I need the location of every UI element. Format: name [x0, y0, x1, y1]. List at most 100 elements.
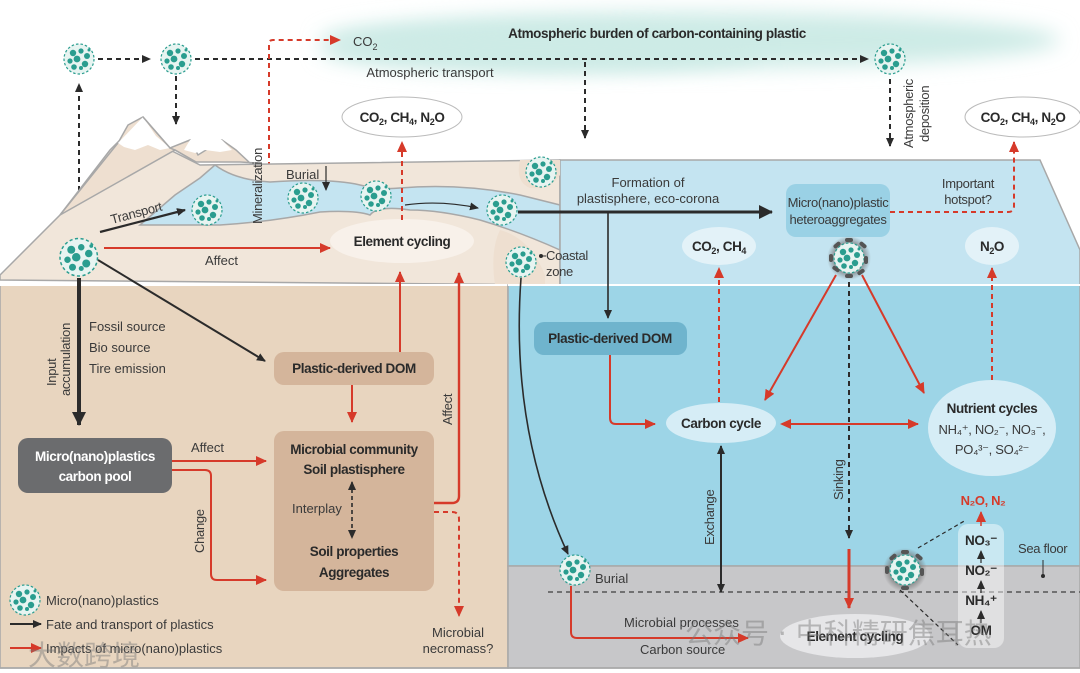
nitrogen-chain-om: OM: [971, 623, 992, 638]
microplastic-particle-icon: [63, 43, 95, 75]
soil-dom-label: Plastic-derived DOM: [292, 361, 416, 376]
coastal-to-seafloor-arrow: [518, 277, 569, 555]
ocean-gases-label: CO2, CH4, N2O: [981, 110, 1066, 127]
mineralization-label: Mineralization: [250, 148, 265, 224]
element-cycling-label: Element cycling: [354, 234, 451, 249]
land-gases-ellipse: [341, 96, 463, 138]
interplay-label: Interplay: [292, 501, 342, 516]
land-gases-label: CO2, CH4, N2O: [360, 110, 445, 127]
carbon-cycle-ellipse: [666, 403, 776, 443]
formation-label-1: Formation of: [612, 175, 685, 190]
heteroaggregates-label-1: Micro(nano)plastic: [788, 195, 890, 210]
atmospheric-deposition-label-2: deposition: [917, 86, 932, 142]
carbon-cycle-label: Carbon cycle: [681, 416, 762, 431]
change-arrow: [172, 469, 267, 585]
microplastic-particle-icon: [360, 180, 392, 212]
affect-element-arrow: [434, 272, 464, 505]
input-label-2: accumulation: [58, 323, 73, 396]
affect-label: Affect: [205, 253, 238, 268]
river: [137, 164, 561, 252]
sea-floor-marker: [1041, 574, 1045, 578]
sinking-label: Sinking: [831, 459, 846, 500]
affect-vertical-label: Affect: [440, 393, 455, 425]
exchange-label: Exchange: [702, 490, 717, 545]
ocean-gases-ellipse: [964, 96, 1080, 138]
carbon-pool-label-2: carbon pool: [59, 469, 132, 484]
ocean-dom-label: Plastic-derived DOM: [548, 331, 672, 346]
seafloor-heteroaggregate-icon: [883, 548, 927, 592]
seafloor-element-cycling-ellipse: [780, 614, 930, 658]
hotspot-label-1: Important: [942, 176, 995, 191]
hetero-to-carbon-arrow: [764, 274, 837, 401]
source-fossil: Fossil source: [89, 319, 166, 334]
microplastic-particle-icon: [505, 246, 537, 278]
zoom-line-top: [917, 519, 967, 549]
legend-label: Impacts of micro(nano)plastics: [46, 641, 223, 656]
legend: Micro(nano)plastics Fate and transport o…: [9, 584, 223, 656]
nutrient-species-line-1: NH₄⁺, NO₂⁻, NO₃⁻,: [939, 422, 1046, 437]
coastal-zone-label-2: zone: [546, 264, 573, 279]
nitrogen-chain-nh4: NH₄⁺: [965, 593, 997, 608]
coastal-zone-label-1: Coastal: [546, 248, 588, 263]
nitrogen-chain-no2: NO₂⁻: [965, 563, 997, 578]
microplastic-particle-icon: [191, 194, 223, 226]
necromass-label-2: necromass?: [423, 641, 494, 656]
co2-ch4-ellipse: [682, 227, 756, 265]
seafloor-element-cycling-label: Element cycling: [807, 629, 904, 644]
aggregates-label: Aggregates: [319, 565, 389, 580]
n-products-label: N₂O, N₂: [961, 493, 1006, 508]
microbial-processes-label: Microbial processes: [624, 615, 739, 630]
microplastic-particle-icon: [486, 194, 518, 226]
zoom-line-bottom: [899, 589, 959, 646]
n2o-ellipse: [965, 227, 1019, 265]
necromass-label-1: Microbial: [432, 625, 484, 640]
atmosphere-title: Atmospheric burden of carbon-containing …: [508, 26, 807, 41]
nutrient-species-line-2: PO₄³⁻, SO₄²⁻: [955, 442, 1029, 457]
nutrient-cycles-ellipse: [928, 380, 1056, 476]
element-cycling-ellipse: [330, 219, 474, 263]
legend-item: Micro(nano)plastics: [9, 584, 159, 616]
release-arrow: [97, 259, 266, 362]
co2-ch4-label: CO2, CH4: [692, 239, 746, 256]
heteroaggregates-box: [786, 184, 890, 237]
soil-properties-label: Soil properties: [310, 544, 399, 559]
atmospheric-transport-label: Atmospheric transport: [366, 65, 494, 80]
mineralization-co2-arrow: [268, 35, 341, 248]
transport-arrow: [99, 208, 186, 234]
carbon-pool-label-1: Micro(nano)plastics: [35, 449, 155, 464]
carbon-source-label: Carbon source: [640, 642, 725, 657]
legend-label: Micro(nano)plastics: [46, 593, 159, 608]
ocean-dom-box: [534, 322, 687, 355]
input-label-1: Input: [44, 358, 59, 386]
change-label: Change: [192, 509, 207, 553]
heteroaggregates-label-2: heteroaggregates: [789, 212, 887, 227]
microplastic-particle-icon: [9, 584, 41, 616]
hotspot-label-2: hotspot?: [944, 192, 992, 207]
microplastic-particle-icon: [874, 43, 906, 75]
microplastic-particle-icon: [525, 156, 557, 188]
sea-floor-label: Sea floor: [1018, 541, 1068, 556]
watermark-bottom-right: 公众号 · 中科精研焦耳热: [685, 617, 992, 650]
nutrient-cycles-title: Nutrient cycles: [947, 401, 1038, 416]
mountains-icon: [59, 116, 259, 216]
microplastic-particle-icon: [559, 554, 591, 586]
watermark-bottom-left: 大数跨境: [28, 639, 140, 672]
necromass-arrow: [434, 511, 464, 617]
formation-label-2: plastisphere, eco-corona: [577, 191, 720, 206]
source-tire: Tire emission: [89, 361, 166, 376]
carbon-pool-box: [18, 438, 172, 493]
ocean-dom-to-carbon-arrow: [609, 355, 656, 429]
source-bio: Bio source: [89, 340, 150, 355]
nitrogen-chain-no3: NO₃⁻: [965, 533, 997, 548]
soil-plastisphere-label: Soil plastisphere: [303, 462, 405, 477]
atmosphere-cloud: [320, 12, 1060, 72]
microplastic-source-icon: [59, 237, 99, 277]
legend-item: Fate and transport of plastics: [10, 617, 214, 632]
legend-label: Fate and transport of plastics: [46, 617, 214, 632]
microplastic-particle-icon: [287, 182, 319, 214]
legend-item: Impacts of micro(nano)plastics: [10, 641, 223, 656]
seafloor-burial-label: Burial: [595, 571, 628, 586]
atmospheric-deposition-label-1: Atmospheric: [901, 78, 916, 148]
river-flow-arrow: [404, 202, 479, 211]
